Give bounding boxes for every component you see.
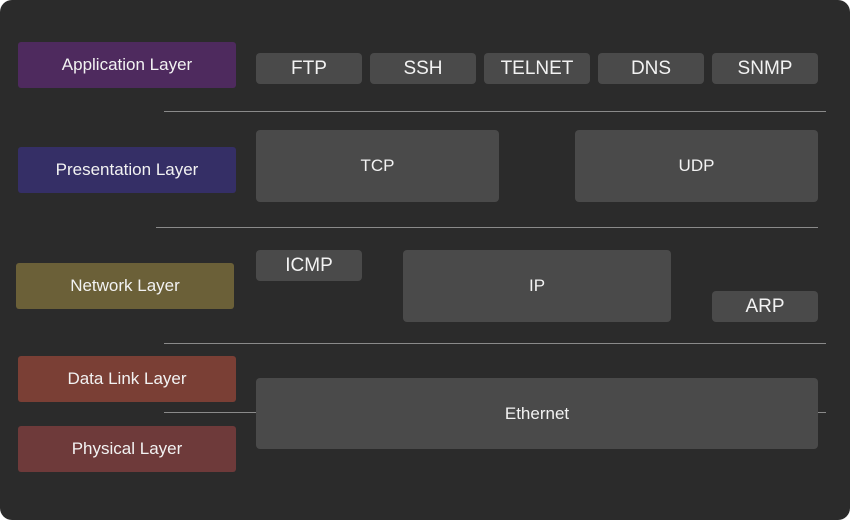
divider-application-presentation (164, 111, 826, 112)
application-layer-label: Application Layer (18, 42, 236, 88)
protocol-ethernet: Ethernet (256, 378, 818, 449)
protocol-ftp: FTP (256, 53, 362, 84)
protocol-icmp: ICMP (256, 250, 362, 281)
protocol-udp: UDP (575, 130, 818, 202)
protocol-arp: ARP (712, 291, 818, 322)
protocol-telnet: TELNET (484, 53, 590, 84)
protocol-dns: DNS (598, 53, 704, 84)
presentation-layer-label: Presentation Layer (18, 147, 236, 193)
protocol-snmp: SNMP (712, 53, 818, 84)
physical-layer-label: Physical Layer (18, 426, 236, 472)
protocol-tcp: TCP (256, 130, 499, 202)
network-layer-label: Network Layer (16, 263, 234, 309)
divider-presentation-network (156, 227, 818, 228)
data-link-layer-label: Data Link Layer (18, 356, 236, 402)
protocol-ip: IP (403, 250, 671, 322)
protocol-ssh: SSH (370, 53, 476, 84)
divider-network-datalink (164, 343, 826, 344)
